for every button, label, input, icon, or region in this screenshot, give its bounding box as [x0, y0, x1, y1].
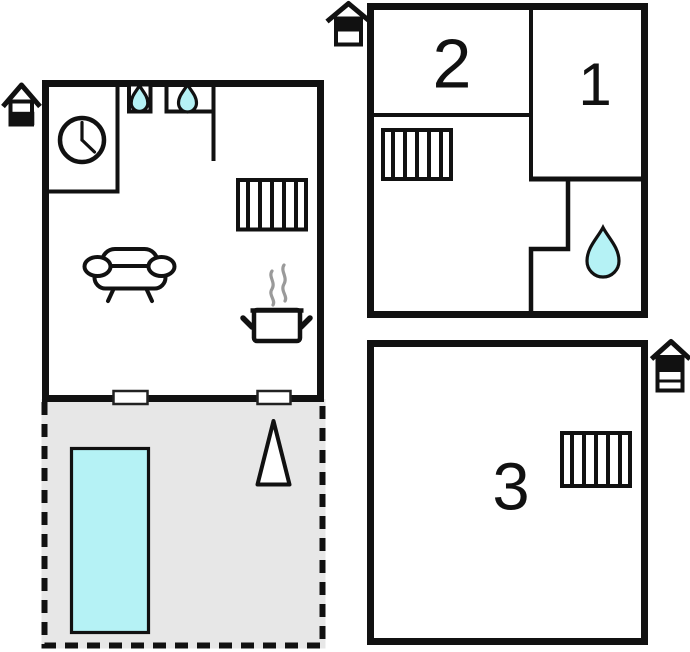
water-drop-icon: [585, 224, 621, 279]
water-drop-icon: [176, 81, 199, 114]
house-first-floor-icon: [325, 1, 372, 47]
first-floor-plan: 2 1: [367, 3, 648, 318]
stairs-icon: [236, 178, 308, 232]
second-floor-plan: 3: [367, 340, 648, 645]
door-opening: [112, 389, 149, 406]
room-2-label: 2: [433, 25, 472, 103]
swimming-pool: [69, 446, 151, 635]
water-drop-icon: [129, 82, 150, 113]
clock-room-wall: [45, 83, 120, 194]
sofa-icon: [82, 247, 177, 303]
room-1-label: 1: [578, 51, 611, 118]
clock-icon: [57, 115, 107, 165]
stairs-icon: [560, 431, 632, 488]
terrace-dashed-border: [41, 402, 326, 649]
steam-icon: [269, 269, 276, 307]
tree-icon: [255, 419, 292, 487]
house-second-floor-icon: [649, 339, 690, 393]
door-opening: [256, 389, 292, 406]
stove-pot-icon: [240, 263, 313, 344]
ground-floor-plan: [41, 80, 326, 649]
steam-icon: [281, 263, 288, 303]
room-3-label: 3: [492, 450, 529, 525]
bathroom-wall: [528, 177, 571, 313]
second-floor-outer-wall: [367, 340, 648, 645]
house-ground-floor-icon: [1, 82, 42, 127]
stairs-icon: [381, 128, 453, 181]
